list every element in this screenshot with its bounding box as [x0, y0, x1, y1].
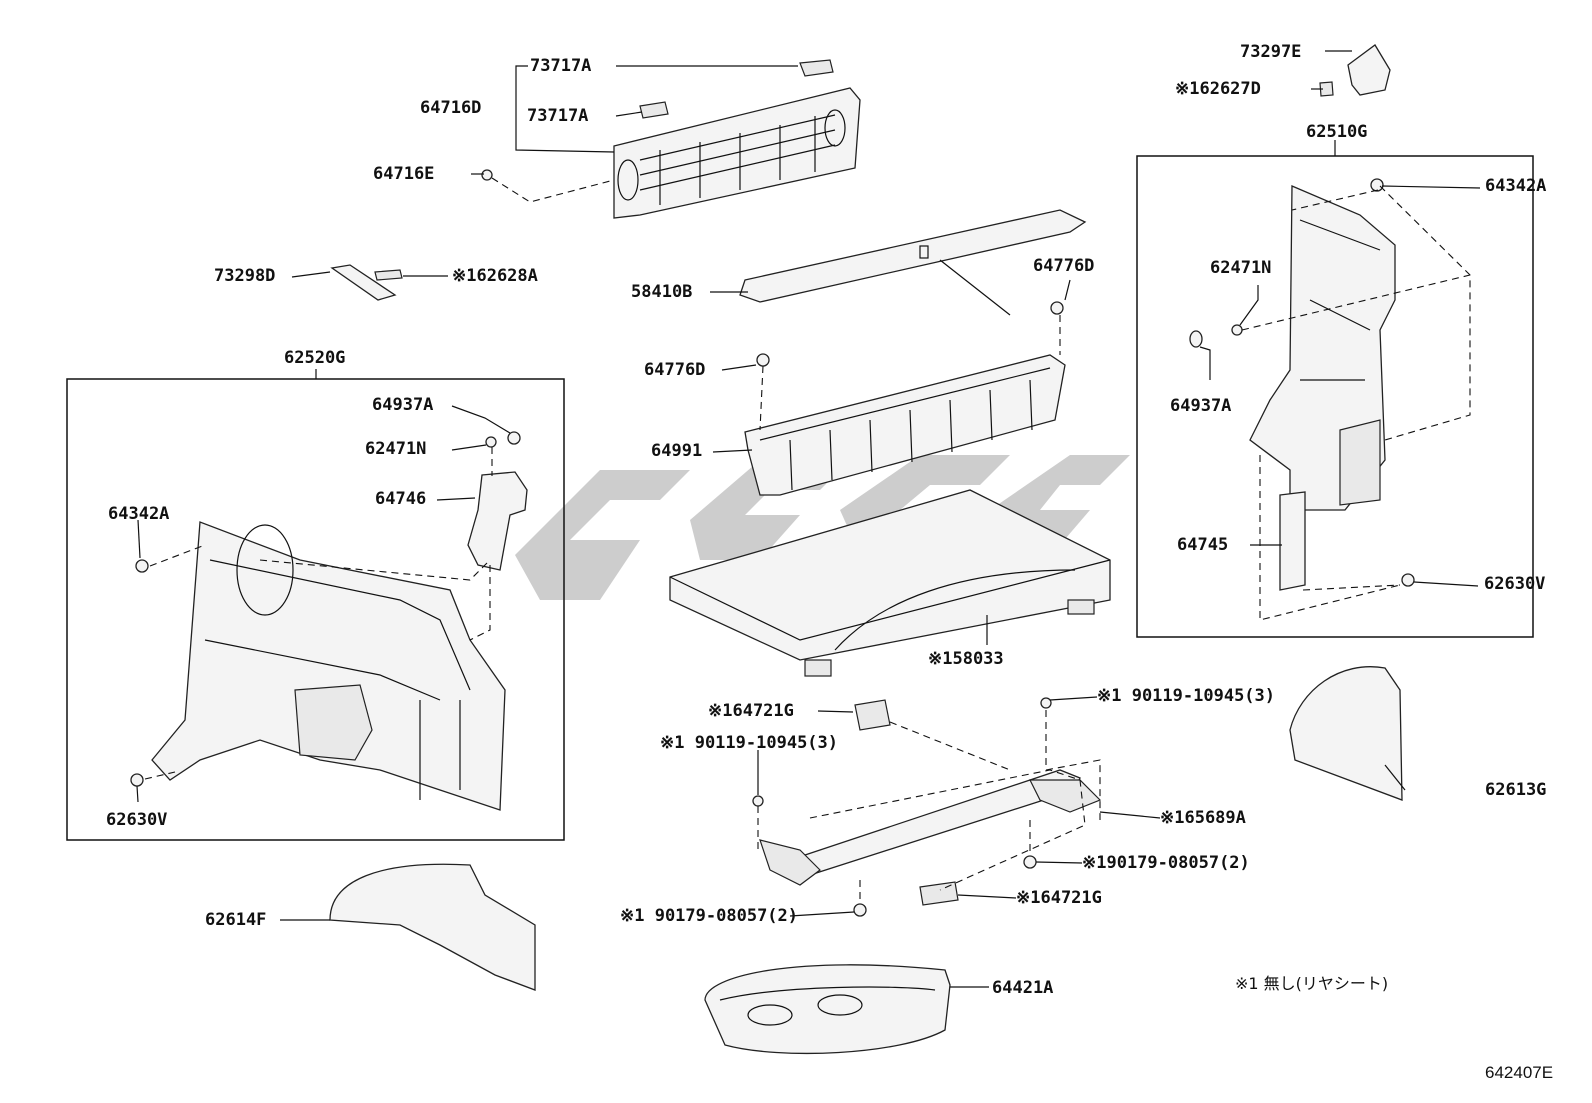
- label-90119-right: ※1 90119-10945(3): [1097, 686, 1276, 706]
- label-62510G: 62510G: [1306, 122, 1368, 142]
- label-64716D: 64716D: [420, 98, 482, 118]
- footnote: ※1 無し(リヤシート): [1235, 974, 1389, 993]
- part-64342A-left-clip: [135, 559, 149, 573]
- part-73717A-mid: [639, 101, 669, 119]
- label-73717A-top: 73717A: [530, 56, 592, 76]
- label-64716E: 64716E: [373, 164, 435, 184]
- label-62627D: ※162627D: [1175, 79, 1261, 99]
- part-73297E: [1347, 44, 1391, 96]
- leader-lines: [136, 50, 1481, 988]
- label-64745: 64745: [1177, 535, 1229, 555]
- part-64421A-tray: [704, 964, 951, 1055]
- part-90119-right-bolt: [1040, 697, 1052, 709]
- part-64721G-bottom: [919, 881, 959, 906]
- part-64937A-right-cap: [1189, 330, 1203, 348]
- label-64776D-left: 64776D: [644, 360, 706, 380]
- part-90119-left-bolt: [752, 795, 764, 807]
- part-64746: [467, 471, 528, 571]
- part-58033-deck: [669, 489, 1111, 677]
- label-62630V-left: 62630V: [106, 810, 168, 830]
- label-62471N-right: 62471N: [1210, 258, 1272, 278]
- label-73298D: 73298D: [214, 266, 276, 286]
- label-64991: 64991: [651, 441, 703, 461]
- label-64776D-right: 64776D: [1033, 256, 1095, 276]
- label-73717A-mid: 73717A: [527, 106, 589, 126]
- part-64745: [1279, 491, 1306, 591]
- assembly-lines: [144, 177, 1471, 904]
- label-64721G-bottom: ※164721G: [1016, 888, 1102, 908]
- label-64342A-right: 64342A: [1485, 176, 1547, 196]
- label-58410B: 58410B: [631, 282, 693, 302]
- part-62520G-panel: [151, 521, 506, 811]
- part-64721G-top: [854, 699, 891, 731]
- label-90119-left: ※1 90119-10945(3): [660, 733, 839, 753]
- part-62510G-panel: [1249, 185, 1396, 511]
- part-62628A: [374, 269, 403, 281]
- part-62471N-left-clip: [485, 436, 497, 448]
- part-64716D-panel: [613, 87, 861, 219]
- part-62630V-left-clip: [130, 773, 144, 787]
- label-64937A-right: 64937A: [1170, 396, 1232, 416]
- label-64937A-left: 64937A: [372, 395, 434, 415]
- part-62627D: [1319, 81, 1334, 97]
- label-64746: 64746: [375, 489, 427, 509]
- part-64716E-clip: [481, 169, 493, 181]
- part-64776D-right-clip: [1050, 301, 1064, 315]
- label-58033: ※158033: [928, 649, 1004, 669]
- part-64342A-right-clip: [1370, 178, 1384, 192]
- label-65689A: ※165689A: [1160, 808, 1246, 828]
- label-62630V-right: 62630V: [1484, 574, 1546, 594]
- label-64421A: 64421A: [992, 978, 1054, 998]
- label-64342A-left: 64342A: [108, 504, 170, 524]
- label-62613G: 62613G: [1485, 780, 1547, 800]
- part-64776D-left-clip: [756, 353, 770, 367]
- part-62630V-right-clip: [1401, 573, 1415, 587]
- part-64937A-left-cap: [507, 431, 521, 445]
- label-90179-right: ※190179-08057(2): [1082, 853, 1250, 873]
- label-62614F: 62614F: [205, 910, 267, 930]
- label-62628A: ※162628A: [452, 266, 538, 286]
- label-90179-left: ※1 90179-08057(2): [620, 906, 799, 926]
- part-73298D: [330, 264, 397, 301]
- part-62471N-right-clip: [1231, 324, 1243, 336]
- part-73717A-top: [799, 59, 834, 77]
- diagram-code: 642407E: [1485, 1063, 1554, 1082]
- part-90179-left-nut: [853, 903, 867, 917]
- part-62613G: [1289, 666, 1403, 801]
- label-62471N-left: 62471N: [365, 439, 427, 459]
- part-58410B-board: [739, 209, 1087, 316]
- part-65689A-bracket: [759, 769, 1102, 886]
- part-62614F: [329, 863, 536, 991]
- part-90179-right-nut: [1023, 855, 1037, 869]
- label-73297E: 73297E: [1240, 42, 1302, 62]
- part-64991-tray: [744, 354, 1066, 496]
- label-64721G-top: ※164721G: [708, 701, 794, 721]
- label-62520G: 62520G: [284, 348, 346, 368]
